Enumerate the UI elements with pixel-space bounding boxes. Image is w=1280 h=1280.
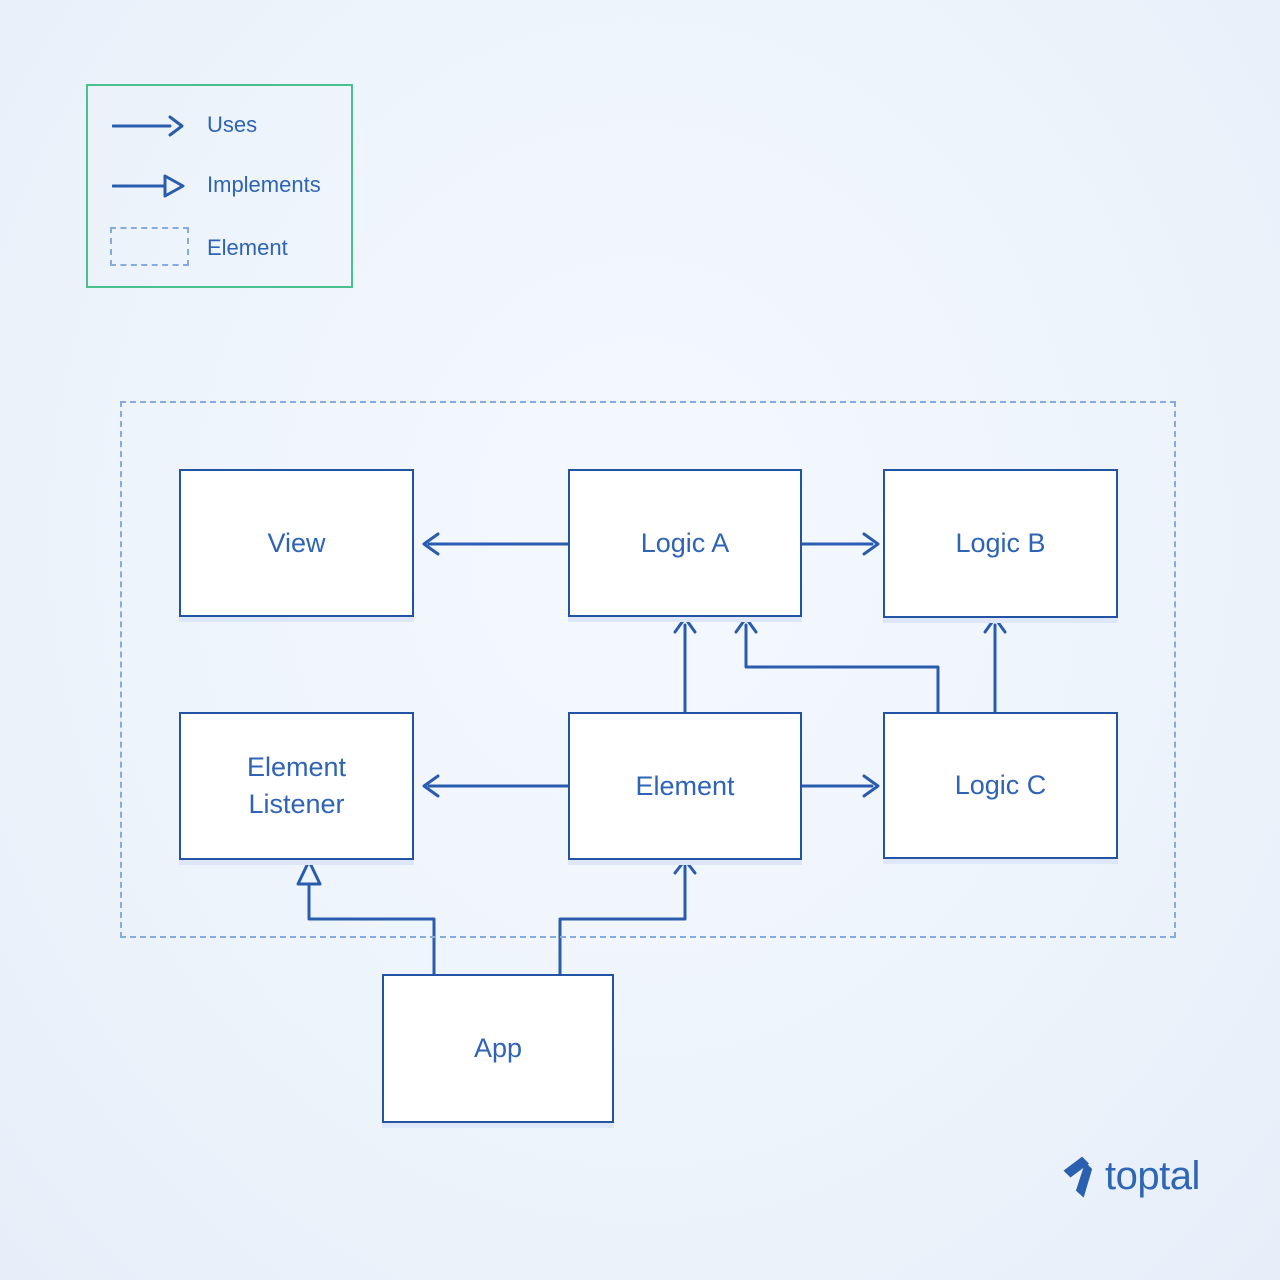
toptal-logo: toptal bbox=[1062, 1152, 1200, 1200]
node-app-label: App bbox=[473, 1033, 523, 1063]
implements-arrow-icon bbox=[112, 174, 185, 198]
node-logic-b: Logic B bbox=[883, 469, 1118, 618]
uses-arrow-icon bbox=[112, 115, 184, 137]
node-view-label: View bbox=[267, 527, 326, 558]
node-app: App bbox=[382, 974, 614, 1123]
node-element: Element bbox=[568, 712, 802, 860]
node-element-listener-label: Element Listener bbox=[246, 752, 347, 819]
node-view: View bbox=[179, 469, 414, 617]
node-logic-a: Logic A bbox=[568, 469, 802, 617]
toptal-wordmark: toptal bbox=[1105, 1154, 1200, 1198]
element-box-icon bbox=[110, 227, 189, 266]
node-logic-b-label: Logic B bbox=[955, 528, 1046, 558]
node-element-label: Element bbox=[635, 770, 735, 801]
elements-group-container bbox=[120, 401, 1176, 938]
legend-label-uses: Uses bbox=[207, 112, 258, 137]
node-logic-c: Logic C bbox=[883, 712, 1118, 859]
legend-label-implements: Implements bbox=[207, 172, 321, 197]
legend-box: Uses Implements Element bbox=[86, 84, 353, 288]
node-logic-c-label: Logic C bbox=[954, 770, 1047, 800]
legend-label-element: Element bbox=[207, 235, 288, 260]
node-element-listener: Element Listener bbox=[179, 712, 414, 860]
node-logic-a-label: Logic A bbox=[640, 527, 730, 558]
toptal-mark-icon bbox=[1063, 1156, 1093, 1198]
